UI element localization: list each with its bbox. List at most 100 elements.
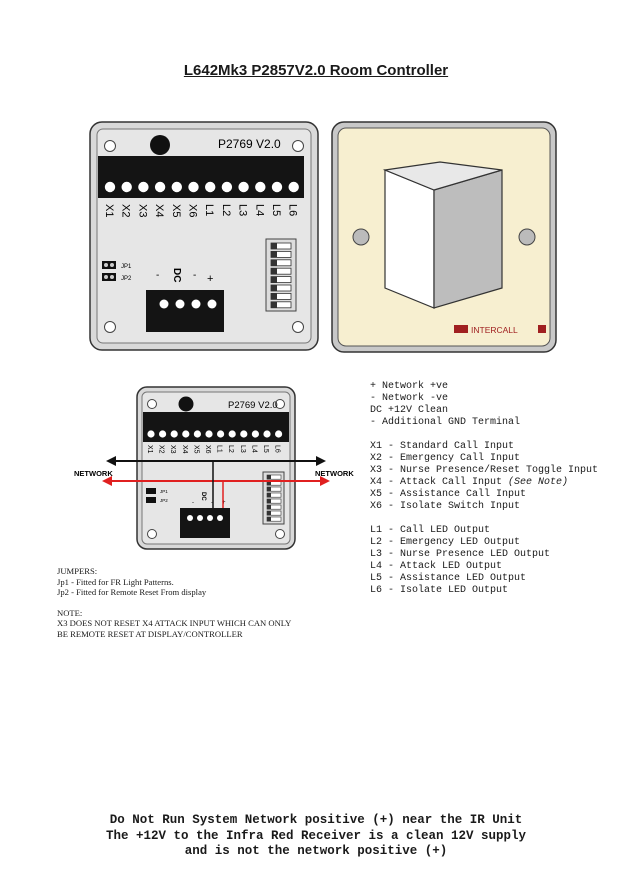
power-gnd-label: - xyxy=(193,270,196,281)
terminal-pin xyxy=(217,430,225,438)
note-line: X3 DOES NOT RESET X4 ATTACK INPUT WHICH … xyxy=(57,618,292,628)
terminal-legend: + Network +ve - Network -ve DC +12V Clea… xyxy=(370,381,598,597)
terminal-label: L2 xyxy=(227,445,234,453)
power-legend-line: - Network -ve xyxy=(370,393,449,404)
power-legend-line: + Network +ve xyxy=(370,381,449,392)
terminal-pin xyxy=(288,181,299,193)
output-legend-line: L2 - Emergency LED Output xyxy=(370,537,521,548)
jumper-note-line: Jp2 - Fitted for Remote Reset From displ… xyxy=(57,587,207,597)
power-legend-line: - Additional GND Terminal xyxy=(370,417,521,428)
power-legend-line: DC +12V Clean xyxy=(370,405,449,416)
dip-switch xyxy=(265,238,297,312)
output-legend-line: L1 - Call LED Output xyxy=(370,525,491,536)
terminal-label: L3 xyxy=(237,204,249,216)
input-legend-line: X5 - Assistance Call Input xyxy=(370,489,527,500)
terminal-label: X1 xyxy=(103,204,115,217)
input-legend-line: X6 - Isolate Switch Input xyxy=(370,501,521,512)
jp1-label: JP1 xyxy=(121,264,132,270)
jumper-notes: JUMPERS: Jp1 - Fitted for FR Light Patte… xyxy=(57,566,291,639)
svg-text:DC: DC xyxy=(200,492,206,501)
power-terminal-block xyxy=(146,290,224,332)
terminal-pin xyxy=(182,430,190,438)
power-plus-label: + xyxy=(207,273,213,285)
ir-faceplate-diagram: INTERCALL xyxy=(331,121,557,353)
output-legend-line: L5 - Assistance LED Output xyxy=(370,573,527,584)
terminal-label: L1 xyxy=(203,204,215,216)
terminal-label: X5 xyxy=(170,204,182,217)
terminal-pin xyxy=(205,181,216,193)
terminal-label: X3 xyxy=(169,445,176,454)
mount-hole xyxy=(150,135,170,155)
jumper-jp1 xyxy=(102,261,116,269)
terminal-label: L5 xyxy=(270,204,282,216)
terminal-pin xyxy=(104,181,116,193)
output-legend-line: L6 - Isolate LED Output xyxy=(370,585,509,596)
terminal-pin xyxy=(238,181,249,193)
input-legend-line: X1 - Standard Call Input xyxy=(370,441,515,452)
terminal-pin xyxy=(188,181,199,193)
jumper-jp2 xyxy=(102,273,116,281)
output-legend-line: L3 - Nurse Presence LED Output xyxy=(370,549,551,560)
terminal-pin xyxy=(193,430,201,438)
brand-bar xyxy=(454,325,468,333)
brand-name: INTERCALL xyxy=(471,325,518,335)
terminal-pin xyxy=(171,181,182,193)
terminal-label: L2 xyxy=(220,204,232,216)
terminal-label: X5 xyxy=(192,445,199,454)
terminal-label: L1 xyxy=(216,445,223,453)
input-legend-line: X2 - Emergency Call Input xyxy=(370,453,521,464)
warning-line: and is not the network positive (+) xyxy=(184,844,448,858)
terminal-pin xyxy=(170,430,178,438)
input-legend-line: X4 - Attack Call Input xyxy=(370,477,503,488)
network-label-left: NETWORK xyxy=(74,469,113,478)
terminal-label: X1 xyxy=(146,445,153,454)
ir-sensor-prism xyxy=(384,169,435,309)
power-minus-label: - xyxy=(156,270,159,281)
terminal-label: L5 xyxy=(262,445,269,453)
svg-text:JP2: JP2 xyxy=(160,498,168,503)
terminal-pin xyxy=(240,430,248,438)
terminal-label: X6 xyxy=(187,204,199,217)
svg-text:+: + xyxy=(222,500,226,506)
terminal-label: X3 xyxy=(136,204,148,217)
terminal-label: L6 xyxy=(274,445,281,453)
terminal-label: X2 xyxy=(120,204,132,217)
network-label-right: NETWORK xyxy=(315,469,354,478)
svg-text:-: - xyxy=(211,500,213,506)
warning-line: Do Not Run System Network positive (+) n… xyxy=(109,813,523,827)
terminal-pin xyxy=(255,181,266,193)
x4-note: (See Note) xyxy=(508,477,569,488)
terminal-pin xyxy=(221,181,233,193)
terminal-pin xyxy=(154,181,166,193)
output-legend-line: L4 - Attack LED Output xyxy=(370,561,503,572)
terminal-block xyxy=(98,156,304,198)
terminal-pin xyxy=(138,181,149,193)
jumpers-heading: JUMPERS: xyxy=(57,566,98,576)
terminal-label: X2 xyxy=(158,445,165,454)
terminal-label: X4 xyxy=(181,445,188,454)
terminal-pin xyxy=(271,181,283,193)
dc-label: DC xyxy=(171,268,182,282)
terminal-pin xyxy=(251,430,259,438)
terminal-label: L4 xyxy=(250,445,257,453)
terminal-label: X6 xyxy=(204,445,211,454)
page-title: L642Mk3 P2857V2.0 Room Controller xyxy=(183,62,449,79)
note-line: BE REMOTE RESET AT DISPLAY/CONTROLLER xyxy=(57,628,243,639)
terminal-label: L6 xyxy=(287,204,299,216)
terminal-pin xyxy=(147,430,155,438)
terminal-pin xyxy=(228,430,236,438)
terminal-label: L4 xyxy=(253,204,265,216)
warning-line: The +12V to the Infra Red Receiver is a … xyxy=(105,828,527,843)
small-terminal-block xyxy=(143,412,289,442)
note-heading: NOTE: xyxy=(57,607,83,618)
terminal-pin xyxy=(205,430,213,438)
ir-warning: Do Not Run System Network positive (+) n… xyxy=(0,813,632,860)
terminal-pin xyxy=(275,430,283,438)
input-legend-line: X3 - Nurse Presence/Reset Toggle Input xyxy=(370,465,599,476)
jp2-label: JP2 xyxy=(121,276,132,282)
terminal-pin xyxy=(121,181,132,193)
svg-text:-: - xyxy=(192,500,194,506)
terminal-label: X4 xyxy=(153,204,165,217)
